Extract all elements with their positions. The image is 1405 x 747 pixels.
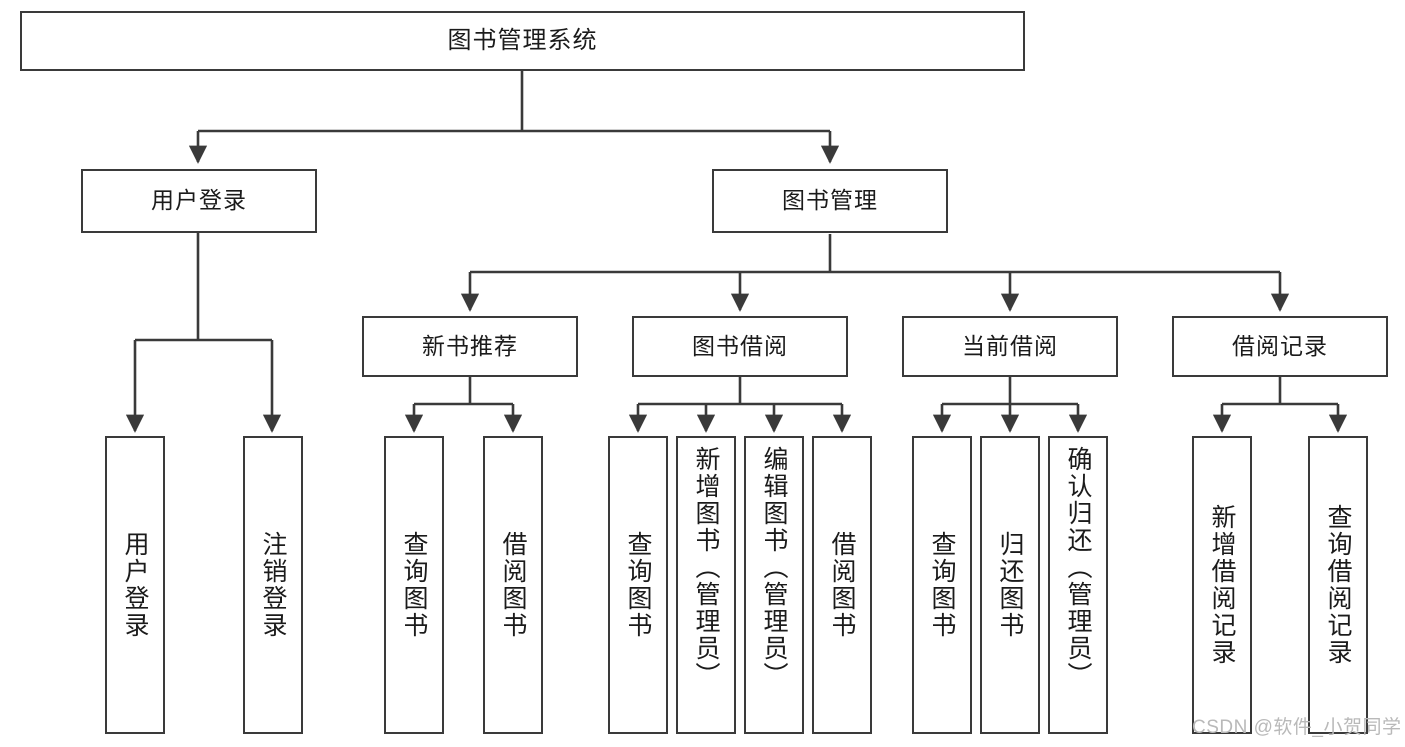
csdn-watermark: CSDN @软件_小贺同学 [1192, 717, 1402, 738]
node-label: 编辑图书（管理员） [760, 446, 788, 689]
leaf-add-book-admin[interactable]: 新增图书（管理员） [676, 436, 736, 734]
node-book-management[interactable]: 图书管理 [712, 169, 948, 233]
node-label: 新书推荐 [422, 332, 518, 359]
node-label: 借阅图书 [499, 531, 527, 639]
node-label: 确认归还（管理员） [1064, 446, 1092, 689]
node-label: 用户登录 [121, 531, 149, 639]
node-borrow-record[interactable]: 借阅记录 [1172, 316, 1388, 377]
node-label: 借阅图书 [828, 531, 856, 639]
node-label: 用户登录 [151, 187, 247, 214]
node-label: 查询图书 [400, 531, 428, 639]
leaf-logout[interactable]: 注销登录 [243, 436, 303, 734]
leaf-add-borrow-record[interactable]: 新增借阅记录 [1192, 436, 1252, 734]
node-label: 注销登录 [259, 531, 287, 639]
node-current-borrow[interactable]: 当前借阅 [902, 316, 1118, 377]
node-label: 归还图书 [996, 531, 1024, 639]
node-label: 查询图书 [624, 531, 652, 639]
node-label: 图书借阅 [692, 332, 788, 359]
node-book-management-system[interactable]: 图书管理系统 [20, 11, 1025, 71]
node-label: 查询图书 [928, 531, 956, 639]
node-label: 图书管理 [782, 187, 878, 214]
leaf-borrow-book-recommend[interactable]: 借阅图书 [483, 436, 543, 734]
node-new-book-recommend[interactable]: 新书推荐 [362, 316, 578, 377]
leaf-return-book[interactable]: 归还图书 [980, 436, 1040, 734]
node-label: 图书管理系统 [447, 26, 598, 54]
leaf-user-login[interactable]: 用户登录 [105, 436, 165, 734]
node-label: 当前借阅 [962, 332, 1058, 359]
leaf-query-borrow-record[interactable]: 查询借阅记录 [1308, 436, 1368, 734]
leaf-confirm-return-admin[interactable]: 确认归还（管理员） [1048, 436, 1108, 734]
leaf-query-book-recommend[interactable]: 查询图书 [384, 436, 444, 734]
leaf-borrow-book[interactable]: 借阅图书 [812, 436, 872, 734]
leaf-query-book-current[interactable]: 查询图书 [912, 436, 972, 734]
node-user-login[interactable]: 用户登录 [81, 169, 317, 233]
leaf-edit-book-admin[interactable]: 编辑图书（管理员） [744, 436, 804, 734]
node-book-borrow[interactable]: 图书借阅 [632, 316, 848, 377]
node-label: 借阅记录 [1232, 332, 1328, 359]
node-label: 新增借阅记录 [1208, 504, 1236, 666]
node-label: 新增图书（管理员） [692, 446, 720, 689]
node-label: 查询借阅记录 [1324, 504, 1352, 666]
leaf-query-book-borrow[interactable]: 查询图书 [608, 436, 668, 734]
